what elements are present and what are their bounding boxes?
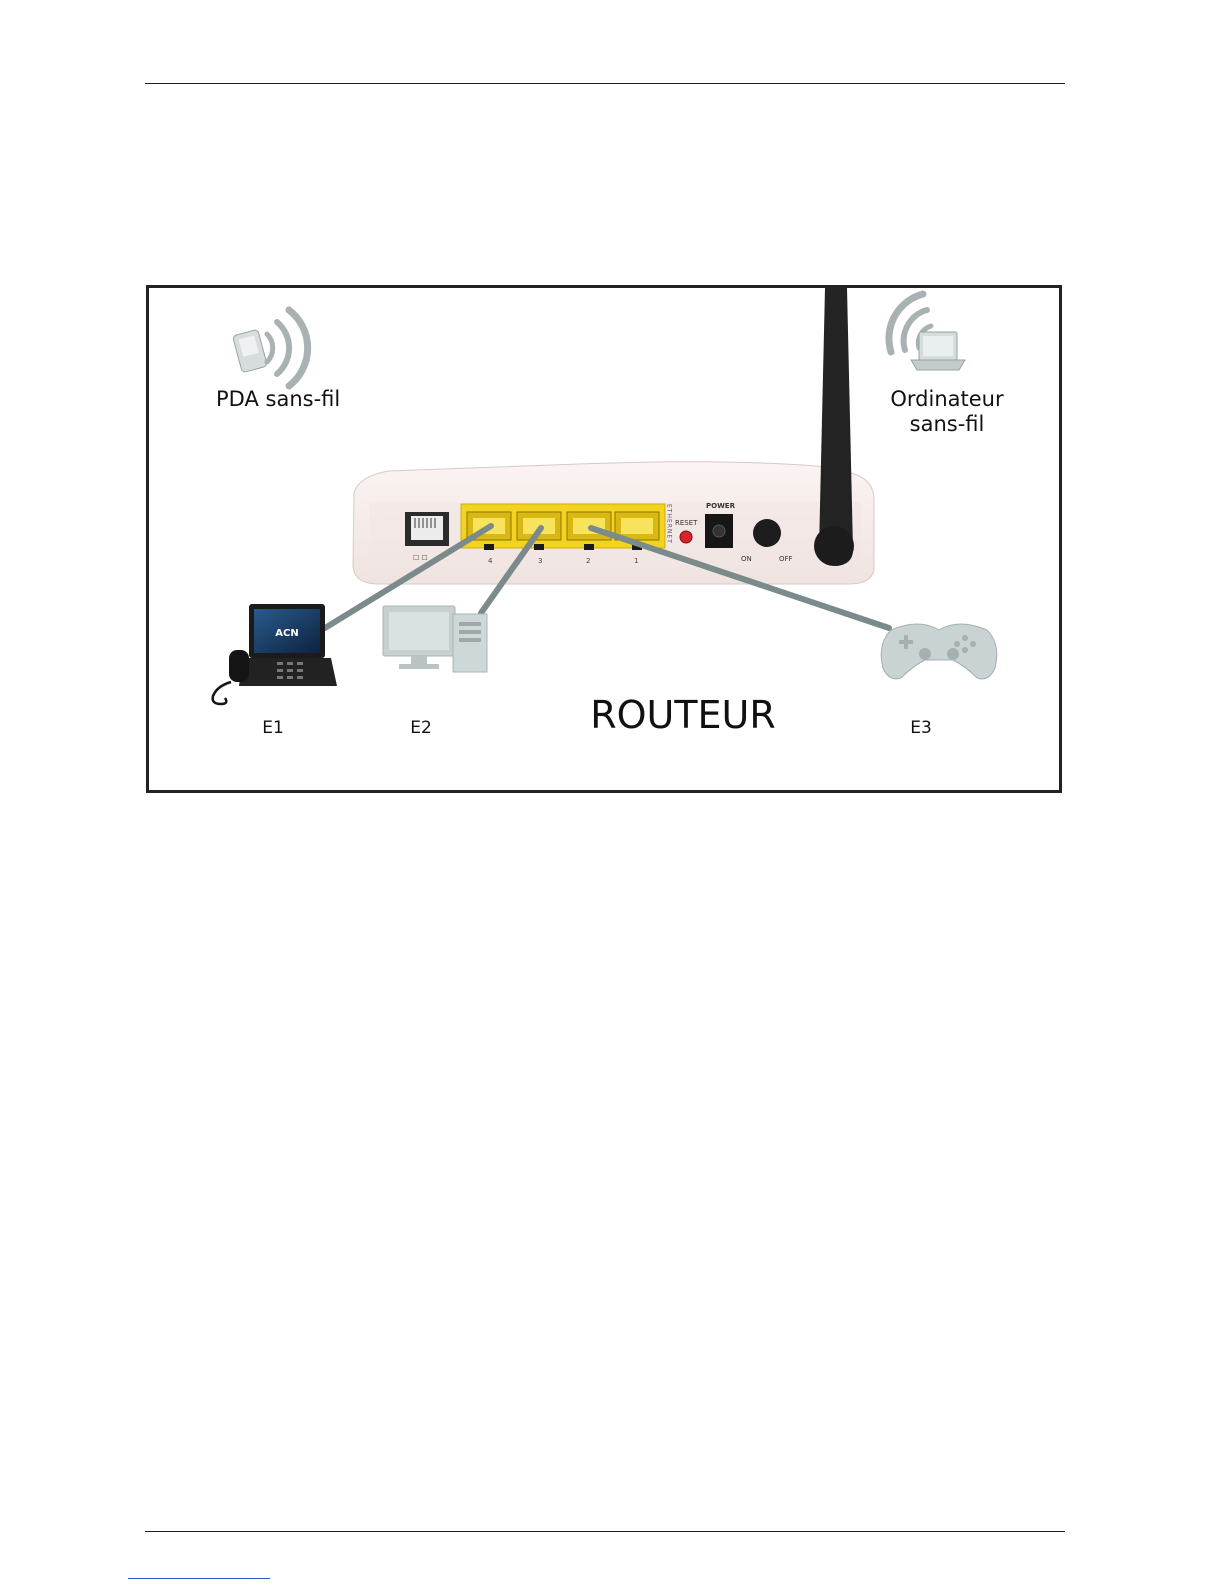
pda-label: PDA sans-fil [216,387,340,411]
video-phone-icon: ACN [213,604,337,704]
port-2-label: 2 [586,557,590,565]
e1-label: E1 [262,718,284,738]
diagram-canvas: PDA sans-fil Ordinateur sans-fil [149,288,1059,790]
reset-button [680,531,692,543]
port-1-label: 1 [634,557,638,565]
laptop-icon [911,332,965,370]
pda-icon [233,329,268,372]
laptop-label-line1: Ordinateur [890,387,1004,411]
laptop-label-line2: sans-fil [910,412,985,436]
on-label: ON [741,555,752,563]
port-3-label: 3 [538,557,542,565]
e2-label: E2 [410,718,432,738]
e3-label: E3 [910,718,932,738]
ethernet-vertical-label: ETHERNET [666,504,673,544]
power-switch [753,519,781,547]
pda-wifi-waves-icon [267,310,308,386]
port-4-label: 4 [488,557,493,565]
router-title: ROUTEUR [590,693,776,737]
footer-link-underline [128,1578,270,1579]
footer-rule [145,1531,1065,1532]
off-label: OFF [779,555,793,563]
svg-text:☐ ☐: ☐ ☐ [413,554,428,562]
game-controller-icon [881,624,997,679]
network-diagram: PDA sans-fil Ordinateur sans-fil [146,285,1062,793]
header-rule [145,83,1065,84]
power-label: POWER [706,502,736,510]
screen-logo: ACN [275,628,298,639]
antenna-image [814,288,854,566]
desktop-computer-icon [383,606,487,672]
reset-label: RESET [675,519,698,527]
